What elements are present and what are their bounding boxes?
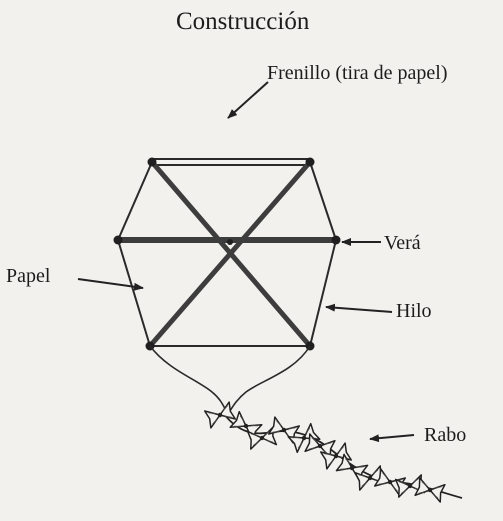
hilo-arrow [325, 303, 393, 313]
frenillo-paper-strip [152, 158, 310, 166]
annotation-arrows [77, 81, 415, 443]
kite-tail [203, 401, 463, 503]
frenillo-label: Frenillo (tira de papel) [267, 62, 448, 84]
frenillo-arrow [227, 81, 269, 119]
diagram-title: Construcción [176, 8, 310, 35]
hilo-label: Hilo [396, 300, 432, 322]
vera-label: Verá [384, 232, 421, 254]
tail-bow [203, 401, 237, 429]
papel-arrow [77, 278, 144, 291]
papel-label: Papel [6, 265, 51, 287]
rabo-arrow [369, 434, 415, 443]
tail-bow [414, 477, 446, 503]
kite-sticks [115, 159, 339, 349]
stick-diagonal-b [147, 159, 313, 349]
kite-paper-outline [117, 161, 337, 347]
rabo-label: Rabo [424, 424, 467, 446]
tail-bow [354, 465, 386, 491]
